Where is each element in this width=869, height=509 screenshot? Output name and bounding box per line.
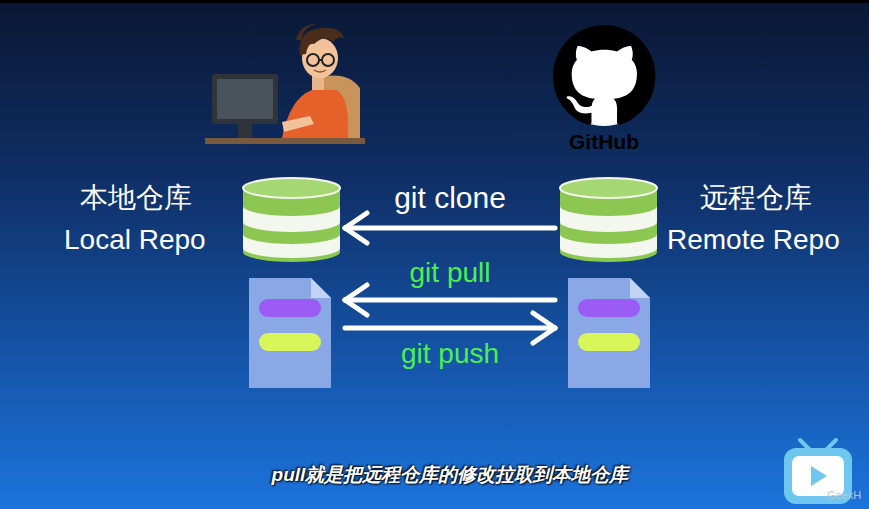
document-icon <box>249 278 331 388</box>
logo-text: GitHub <box>569 130 639 154</box>
watermark: GeekH <box>827 489 861 501</box>
developer-illustration <box>205 24 365 144</box>
command-label: git clone <box>394 181 506 216</box>
database-icon <box>560 178 657 262</box>
repo-label: Remote Repo <box>667 223 840 257</box>
command-label: git pull <box>410 257 491 289</box>
database-icon <box>243 178 340 262</box>
arrow-connector <box>345 213 555 243</box>
document-icon <box>568 278 650 388</box>
arrow-connector <box>345 285 555 315</box>
command-label: git push <box>401 338 499 370</box>
subtitle-caption: pull就是把远程仓库的修改拉取到本地仓库 <box>272 462 629 488</box>
repo-group: 本地仓库 Local Repo <box>60 175 345 390</box>
repo-label: 远程仓库 <box>700 181 812 215</box>
github-logo <box>553 25 655 126</box>
repo-label: Local Repo <box>64 223 206 257</box>
repo-group: 远程仓库 Remote Repo <box>555 175 866 390</box>
top-strip <box>0 0 869 3</box>
repo-label: 本地仓库 <box>80 181 192 215</box>
